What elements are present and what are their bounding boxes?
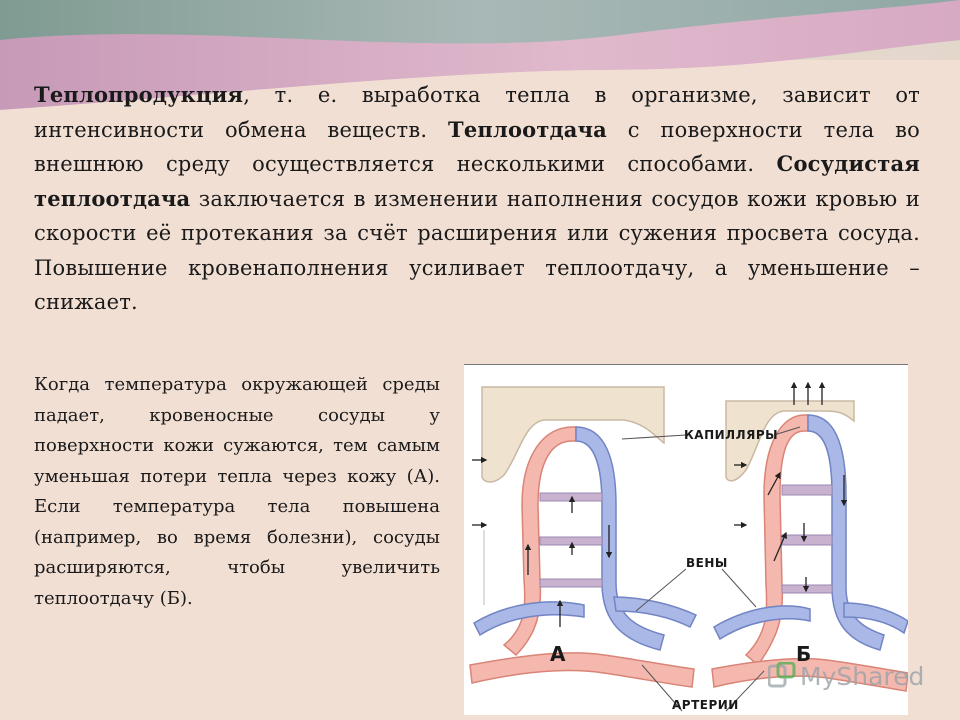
skin-surface-a bbox=[481, 386, 665, 483]
skin-surface-b bbox=[725, 400, 855, 482]
label-a: А bbox=[550, 642, 566, 666]
top-wave-decoration bbox=[0, 0, 960, 120]
label-b: Б bbox=[796, 642, 811, 666]
label-veins: ВЕНЫ bbox=[686, 556, 728, 570]
main-text-1: , т. е. выработка тепла в организме, зав… bbox=[34, 83, 920, 142]
term-heat-transfer: Теплоотдача bbox=[448, 116, 607, 142]
label-arteries: АРТЕРИИ bbox=[672, 698, 739, 712]
watermark: MyShared bbox=[768, 656, 928, 696]
vessel-b bbox=[711, 381, 908, 692]
vessel-a bbox=[469, 426, 698, 688]
watermark-logo-icon bbox=[768, 662, 796, 688]
term-heat-production: Теплопродукция bbox=[34, 82, 244, 107]
main-paragraph: Теплопродукция, т. е. выработка тепла в … bbox=[34, 78, 920, 320]
vessel-diagram-svg: КАПИЛЛЯРЫ ВЕНЫ АРТЕРИИ А Б bbox=[469, 381, 908, 712]
main-text-3: заключается в изменении наполнения сосуд… bbox=[34, 186, 920, 315]
vessel-diagram: КАПИЛЛЯРЫ ВЕНЫ АРТЕРИИ А Б bbox=[464, 364, 908, 715]
main-text-2: с поверхности тела во внешнюю среду осущ… bbox=[34, 117, 920, 177]
watermark-text: MyShared bbox=[800, 661, 925, 691]
side-paragraph: Когда температура окружающей среды падае… bbox=[34, 374, 440, 609]
label-capillaries: КАПИЛЛЯРЫ bbox=[684, 428, 778, 442]
term-vascular-heat-transfer: Сосудистая теплоотдача bbox=[34, 151, 920, 211]
